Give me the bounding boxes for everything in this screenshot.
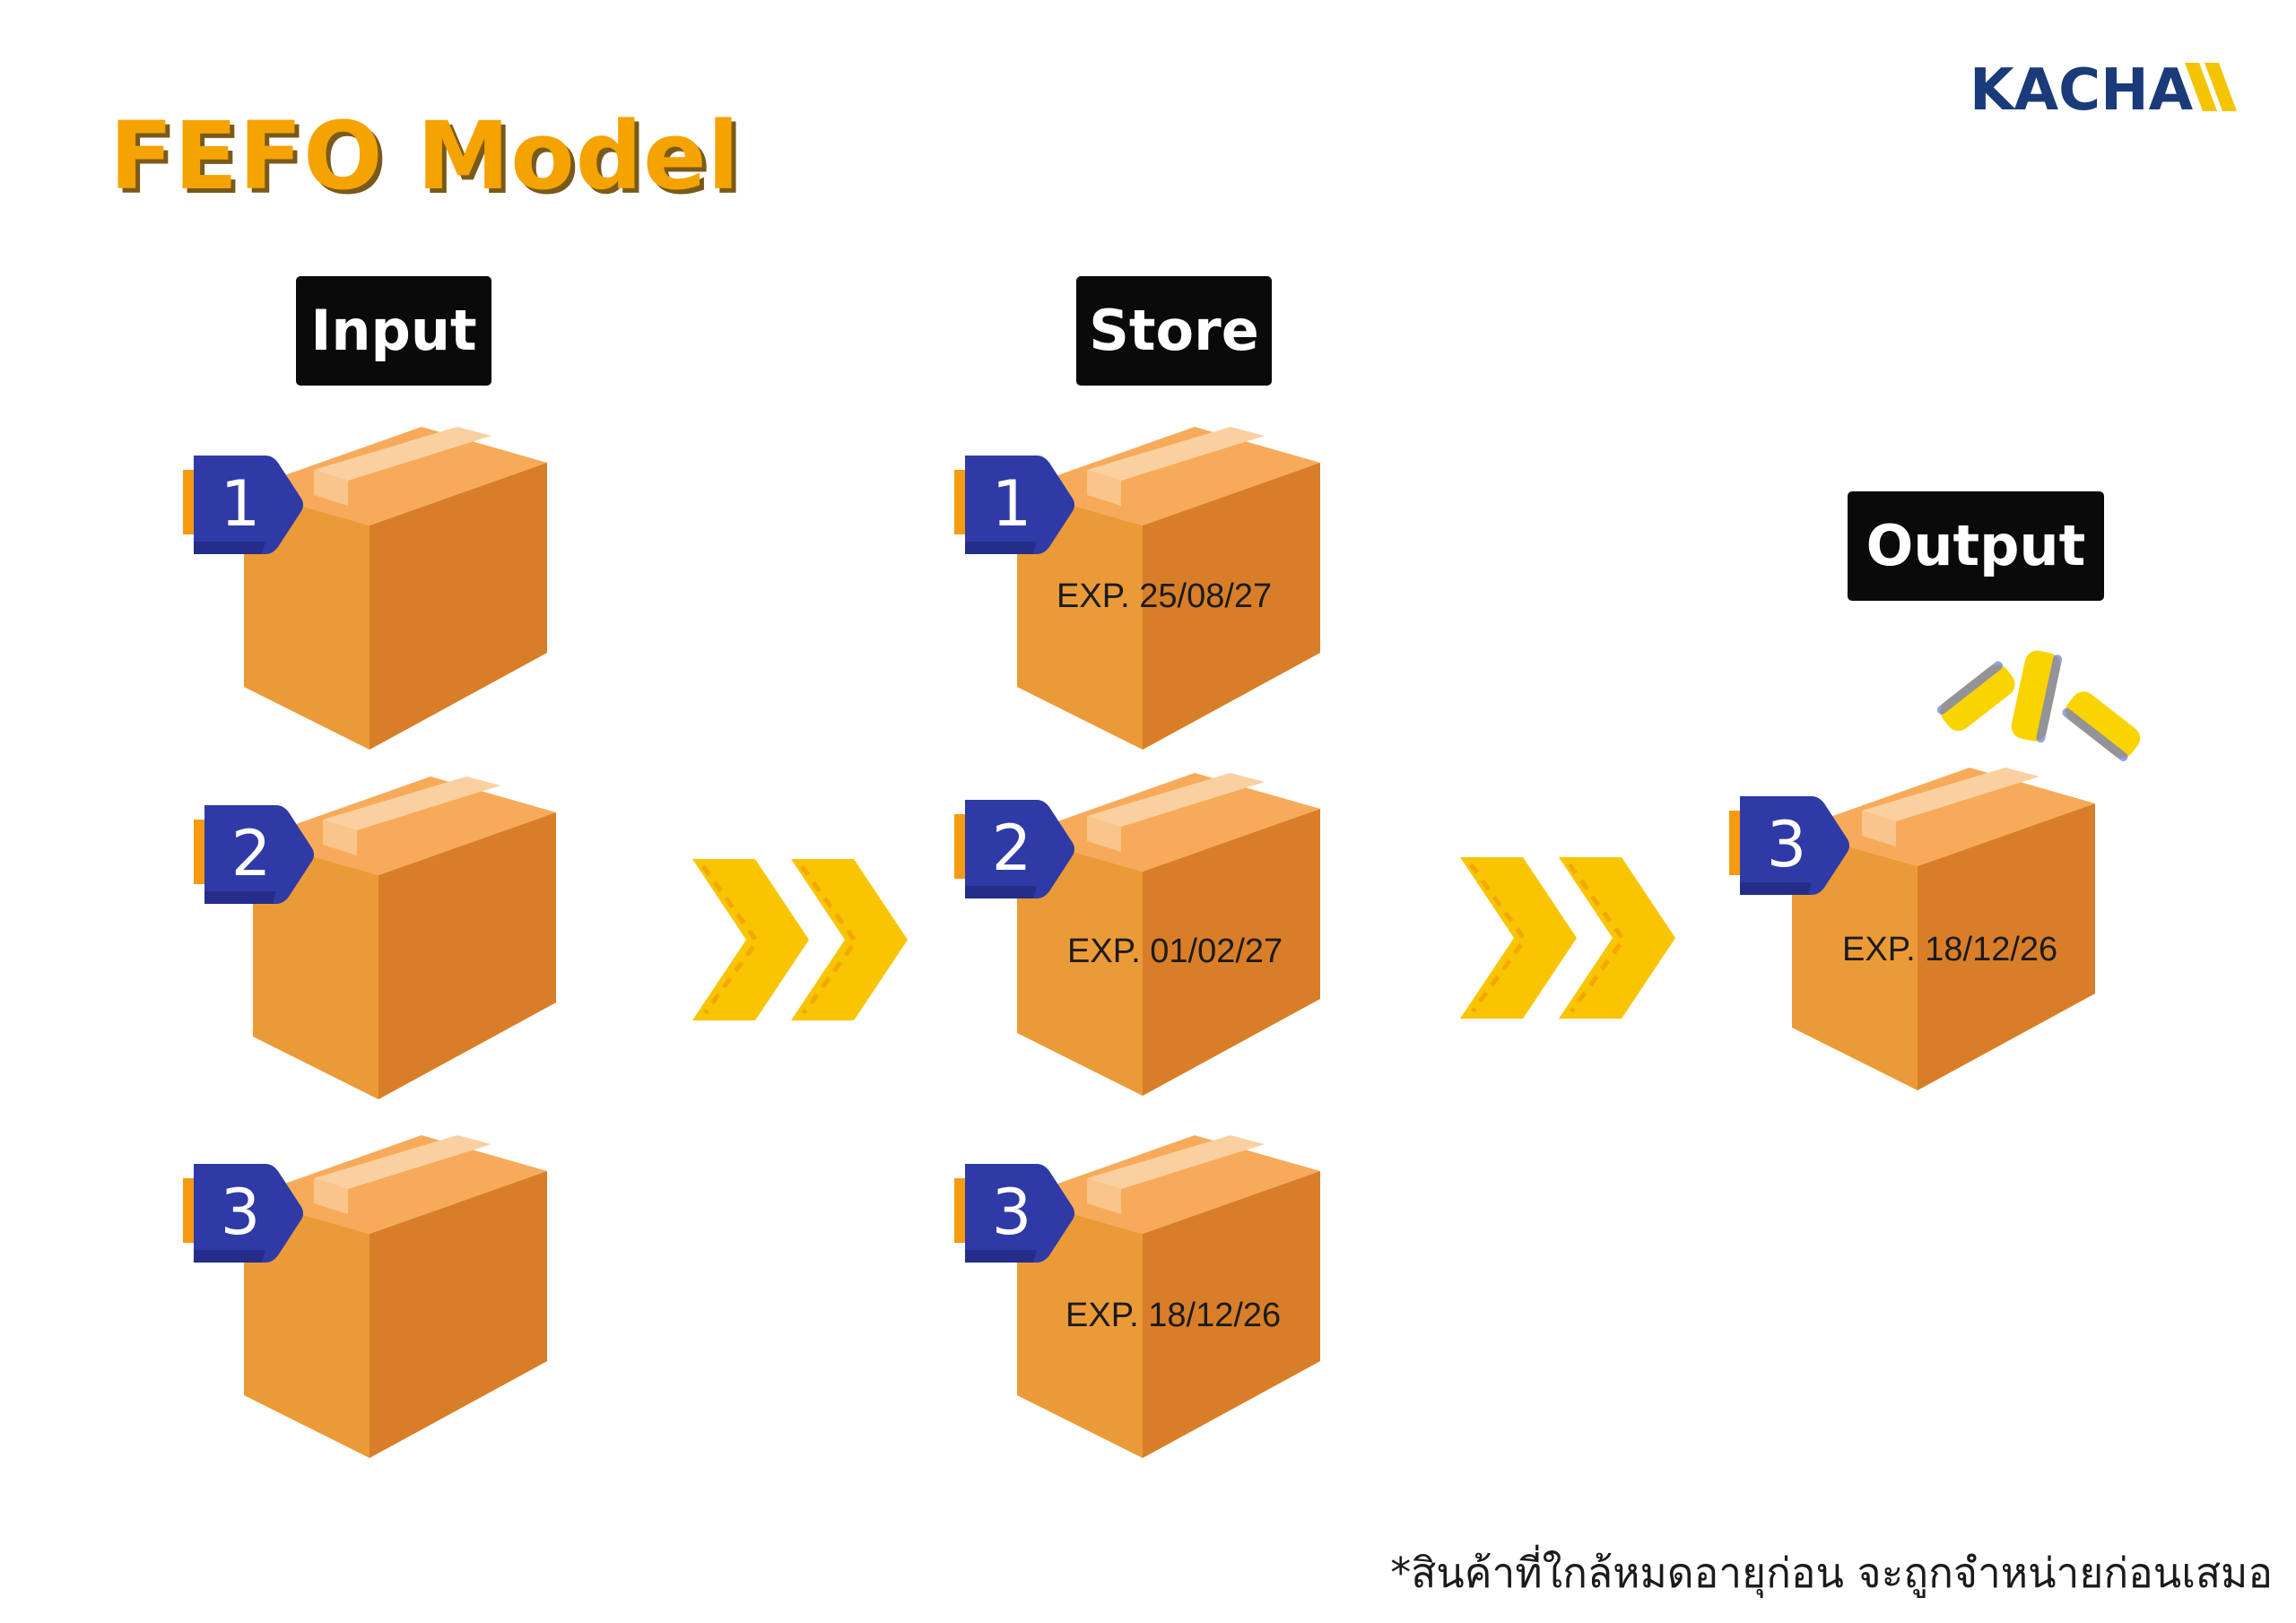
exp-date: EXP. 25/08/27 [1057, 577, 1273, 615]
column-label-store: Store [1076, 276, 1272, 386]
exp-date: EXP. 18/12/26 [1842, 931, 2058, 968]
exp-date: EXP. 18/12/26 [1065, 1297, 1282, 1334]
tag-icon: 1 [183, 456, 309, 554]
stripes-icon: KACHA [1970, 57, 2237, 124]
tag-number: 3 [992, 1176, 1032, 1249]
tag-number: 2 [992, 812, 1032, 885]
page-title: FEFO Model [109, 101, 741, 211]
double-chevron-arrow-icon [1460, 857, 1693, 1019]
double-chevron-arrow-icon [692, 859, 926, 1020]
kacha-logo: KACHA [1970, 56, 2239, 124]
tag-number: 3 [1767, 808, 1807, 881]
logo-text: KACHA [1970, 57, 2194, 118]
tag-number: 2 [231, 817, 272, 890]
tag-icon: 3 [954, 1164, 1080, 1263]
exp-date: EXP. 01/02/27 [1067, 933, 1283, 970]
tag-number: 1 [221, 467, 261, 541]
column-label-output: Output [1848, 491, 2104, 601]
highlight-rays-icon [1936, 650, 2141, 761]
tag-icon: 2 [194, 805, 319, 904]
footnote: *สินค้าที่ใกล้หมดอายุก่อน จะถูกจำหน่ายก่… [1390, 1549, 2273, 1597]
tag-icon: 3 [183, 1164, 309, 1263]
tag-icon: 1 [954, 456, 1080, 554]
tag-number: 1 [992, 467, 1032, 541]
column-label-input: Input [296, 276, 491, 386]
tag-number: 3 [221, 1176, 261, 1249]
tag-icon: 3 [1729, 796, 1855, 895]
tag-icon: 2 [954, 800, 1080, 898]
